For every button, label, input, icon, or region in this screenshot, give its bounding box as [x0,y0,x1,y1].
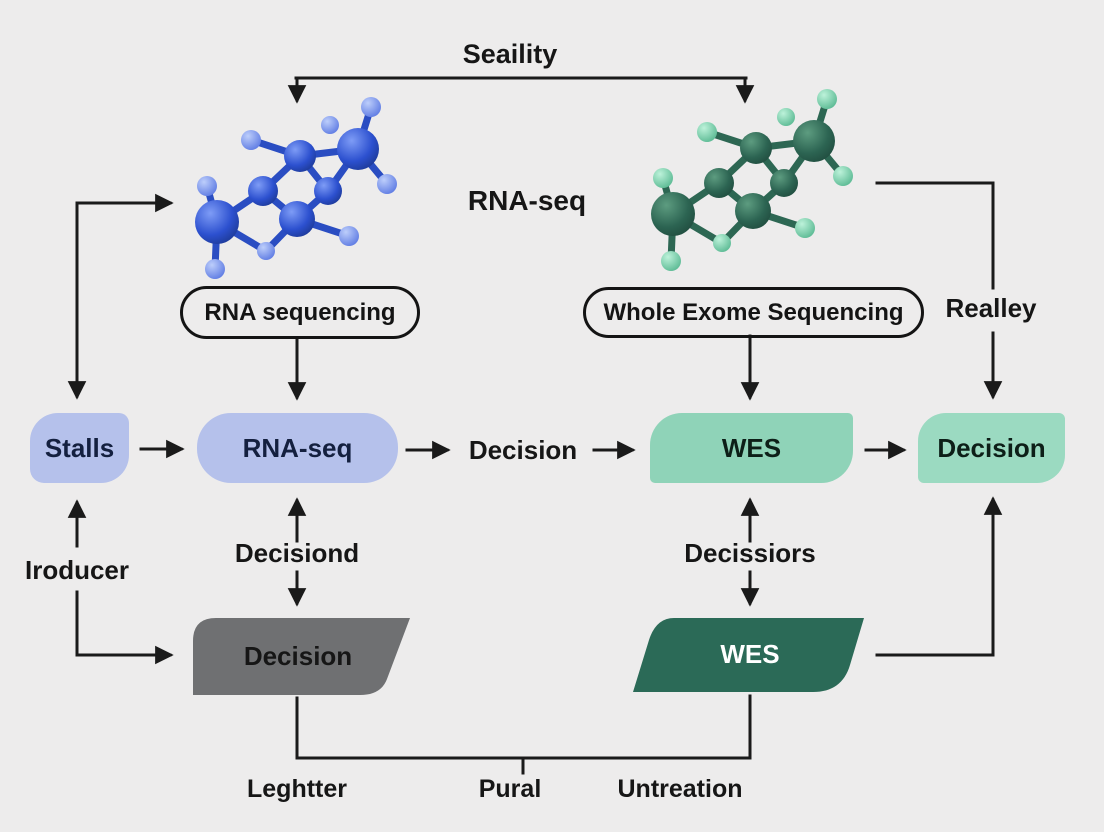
rna-sequencing-pill: RNA sequencing [180,286,420,339]
green-molecule-icon [651,89,853,271]
center-rna-seq-label: RNA-seq [467,185,587,216]
rna-seq-node: RNA-seq [197,413,398,483]
decision-right-node-label: Decision [937,432,1046,463]
gray-decision-shape [193,618,410,695]
wes-node-label: WES [721,432,782,463]
wes-dark-node-label: WES [720,638,780,669]
realley-label: Realley [945,293,1037,323]
right-channel-bottom [875,496,1003,657]
stalls-node: Stalls [30,413,129,483]
mid-decision-label: Decision [468,435,578,465]
dark-wes-shape [633,618,864,692]
bottom-label-untreation: Untreation [617,775,743,803]
blue-molecule-icon [195,97,397,279]
decisiond-label: Decisiond [234,538,360,568]
left-feed-lines [67,193,174,400]
whole-exome-sequencing-pill: Whole Exome Sequencing [583,287,924,338]
middle-row-arrows [139,334,907,460]
decissiors-label: Decissiors [684,538,816,568]
top-bracket-label: Seaility [462,39,558,69]
stalls-node-label: Stalls [44,432,115,463]
wes-node: WES [650,413,853,483]
bottom-label-pural: Pural [478,775,542,803]
rna-seq-node-label: RNA-seq [242,432,353,463]
iroducer-label: Iroducer [24,555,130,585]
whole-exome-pill-label: Whole Exome Sequencing [603,298,904,326]
bottom-connector [295,694,752,775]
rna-sequencing-pill-label: RNA sequencing [204,298,396,326]
right-channel-top [875,181,1003,400]
decision-gray-node-label: Decision [243,641,353,671]
top-bracket-lines [287,76,755,104]
bottom-label-leghtter: Leghtter [247,775,347,803]
iroducer-lines [67,499,174,665]
decision-right-node: Decision [918,413,1065,483]
